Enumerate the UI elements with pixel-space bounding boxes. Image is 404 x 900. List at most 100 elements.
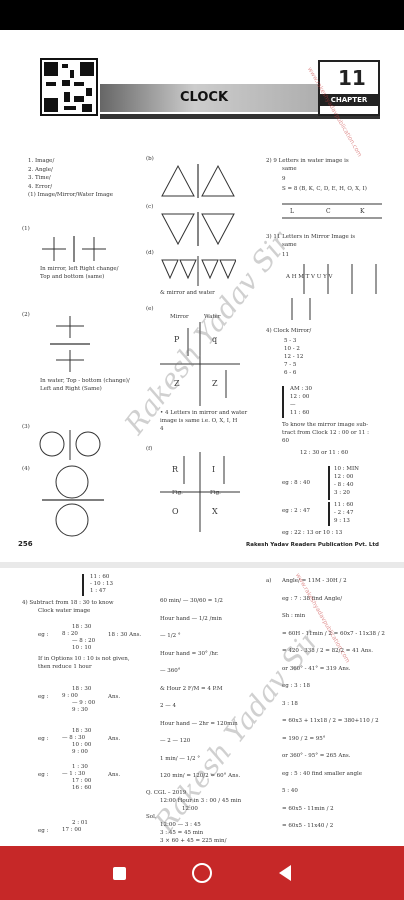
q5-line-c: 12:00 — 3 : 45 xyxy=(160,822,201,828)
right-step-line: = 420 - 338 / 2 = 82/2 = 41 Ans. xyxy=(282,648,373,654)
eg-label: eg : xyxy=(38,772,49,778)
svg-text:O: O xyxy=(172,507,179,516)
eg-e-line: 17 : 00 xyxy=(62,827,82,833)
triangle-left-icon xyxy=(279,865,291,881)
right-note-2: tract from Clock 12 : 00 or 11 : xyxy=(282,430,369,436)
mid-mirror-label: Mirror xyxy=(170,314,189,320)
right-q3b: same xyxy=(282,242,297,248)
note-a-line-2: then reduce 1 hour xyxy=(38,664,92,670)
right-q2: 2) 9 Letters in water image is xyxy=(266,158,349,164)
left-list-item: (1) Image/Mirror/Water Image xyxy=(28,192,114,198)
letters-fig-figure: R I O X xyxy=(160,452,240,532)
right-eq: 12 : 30 or 11 : 60 xyxy=(300,450,349,456)
caption-1b: Top and bottom (same) xyxy=(40,274,105,280)
right-eg1-bar xyxy=(328,466,330,500)
eg2-line: - 2 : 47 xyxy=(334,510,354,516)
mid-note-1: • 4 Letters in mirror and water xyxy=(160,410,248,416)
eg1-line: - 8 : 40 xyxy=(334,482,354,488)
triangles-figure-c xyxy=(161,212,235,246)
navigation-bar xyxy=(0,846,404,900)
right-q3c: 11 xyxy=(282,252,289,258)
circle-icon xyxy=(192,863,212,883)
mid-label-c: (c) xyxy=(146,204,154,210)
eg-c-line: 18 : 30 xyxy=(72,728,92,734)
mid-step-line: Hour hand = 30° /hr. xyxy=(160,650,219,657)
right-q2c: 9 xyxy=(282,176,286,182)
box-line: — xyxy=(290,402,296,408)
clock-pair: 6 - 6 xyxy=(284,370,297,376)
letter-grid-figure: P q Z Z xyxy=(160,322,240,406)
eg-d-line: 16 : 60 xyxy=(72,785,92,791)
chapter-label: CHAPTER xyxy=(320,94,378,106)
back-button[interactable] xyxy=(270,858,300,888)
fig-label-1: (1) xyxy=(22,226,30,232)
home-button[interactable] xyxy=(187,858,217,888)
left-list-item: 2. Angle/ xyxy=(28,166,53,173)
eg-d-line: 17 : 00 xyxy=(72,778,92,784)
fig-label-4: (4) xyxy=(22,466,30,472)
recents-button[interactable] xyxy=(104,858,134,888)
document-viewer[interactable]: CLOCK 11 CHAPTER 1. Image/2. Angle/3. Ti… xyxy=(0,30,404,846)
q5-line-a: 12:00 Hour in 3 : 00 / 45 min xyxy=(160,798,242,804)
eg-d-line: 1 : 30 xyxy=(72,764,88,770)
box-line: 12 : 00 xyxy=(290,394,310,400)
svg-text:R: R xyxy=(172,465,179,474)
clock-circles-figure xyxy=(39,430,104,537)
eg1-line: 12 : 00 xyxy=(334,474,354,480)
mid-step-line: — 2 — 120 xyxy=(160,738,191,744)
svg-text:Z: Z xyxy=(174,379,180,388)
eg-a-line: 8 : 20 xyxy=(62,631,78,637)
eg2-line: 11 : 60 xyxy=(334,502,354,508)
eg-a-line: 18 : 30 xyxy=(72,624,92,630)
clock-pair: 12 - 12 xyxy=(284,354,304,360)
fig-label-2: (2) xyxy=(22,312,30,318)
mid-fig-caption-1: Fig. xyxy=(172,490,183,496)
chapter-banner: CLOCK xyxy=(100,84,336,112)
eg-a-line: 10 : 10 xyxy=(72,645,92,651)
mid-note-3: 4 xyxy=(160,426,164,432)
mid-label-d: (d) xyxy=(146,250,154,256)
eg-e-line: 2 : 01 xyxy=(72,820,88,826)
water-letters-figure: L C K xyxy=(282,203,382,219)
right-step-line: eg : 7 : 38 find Angle/ xyxy=(282,595,343,602)
left-list-item: 4. Error/ xyxy=(28,183,53,190)
mid-step-line: — 360° xyxy=(160,668,181,674)
mid-note-2: image is same i.e. O, X, I, H xyxy=(160,418,238,424)
box-line: AM : 30 xyxy=(290,386,312,392)
right-step-line: 3 : 18 xyxy=(282,700,298,707)
triangles-figure-d xyxy=(161,256,236,286)
clock-pair: 7 - 5 xyxy=(284,362,297,368)
right-mirror-letters: A H M T V U Y V xyxy=(286,274,333,280)
right-step-line: Sh : min xyxy=(282,613,306,619)
eg-label: eg : xyxy=(38,632,49,638)
note-a-line-1: If in Options 10 : 10 is not given, xyxy=(38,656,130,662)
banner-divider xyxy=(100,114,380,119)
right-a-label: a) xyxy=(266,578,272,584)
box-line: 11 : 60 xyxy=(290,410,310,416)
right-step-line: = 60H - 11min / 2 = 60x7 - 11x38 / 2 xyxy=(282,630,385,637)
mirror-letters-figure xyxy=(303,264,377,294)
right-step-line: = 60x5 - 11min / 2 xyxy=(282,805,334,812)
eg-c-line: 10 : 00 xyxy=(72,742,92,748)
right-step-line: = 190 / 2 = 95° xyxy=(282,735,326,742)
document-page-256: CLOCK 11 CHAPTER 1. Image/2. Angle/3. Ti… xyxy=(0,30,404,562)
left-list-item: 1. Image/ xyxy=(28,158,55,164)
mid-caption-mirror-water: & mirror and water xyxy=(160,290,215,296)
eg-label: eg : xyxy=(38,736,49,742)
svg-text:Z: Z xyxy=(212,379,218,388)
clock-pair: 10 - 2 xyxy=(284,346,300,352)
page-number: 256 xyxy=(18,540,33,548)
right-step-line: or 360° - 41° = 319 Ans. xyxy=(282,665,351,672)
eg-label: eg : xyxy=(38,828,49,834)
svg-text:K: K xyxy=(360,208,365,215)
right-q3: 3) 11 Letters in Mirror Image is xyxy=(266,234,356,240)
right-note-3: 60 xyxy=(282,438,289,444)
right-q2b: same xyxy=(282,166,297,172)
caption-2a: In water, Top - bottom (change)/ xyxy=(40,378,130,384)
triangles-figure-b xyxy=(161,164,235,198)
square-icon xyxy=(112,866,126,880)
q5-line-d: 3 : 45 = 45 min xyxy=(160,830,204,836)
mid-label-e: (e) xyxy=(146,306,154,312)
mid-label-b: (b) xyxy=(146,156,154,162)
mid-fig-caption-2: Fig. xyxy=(210,490,221,496)
